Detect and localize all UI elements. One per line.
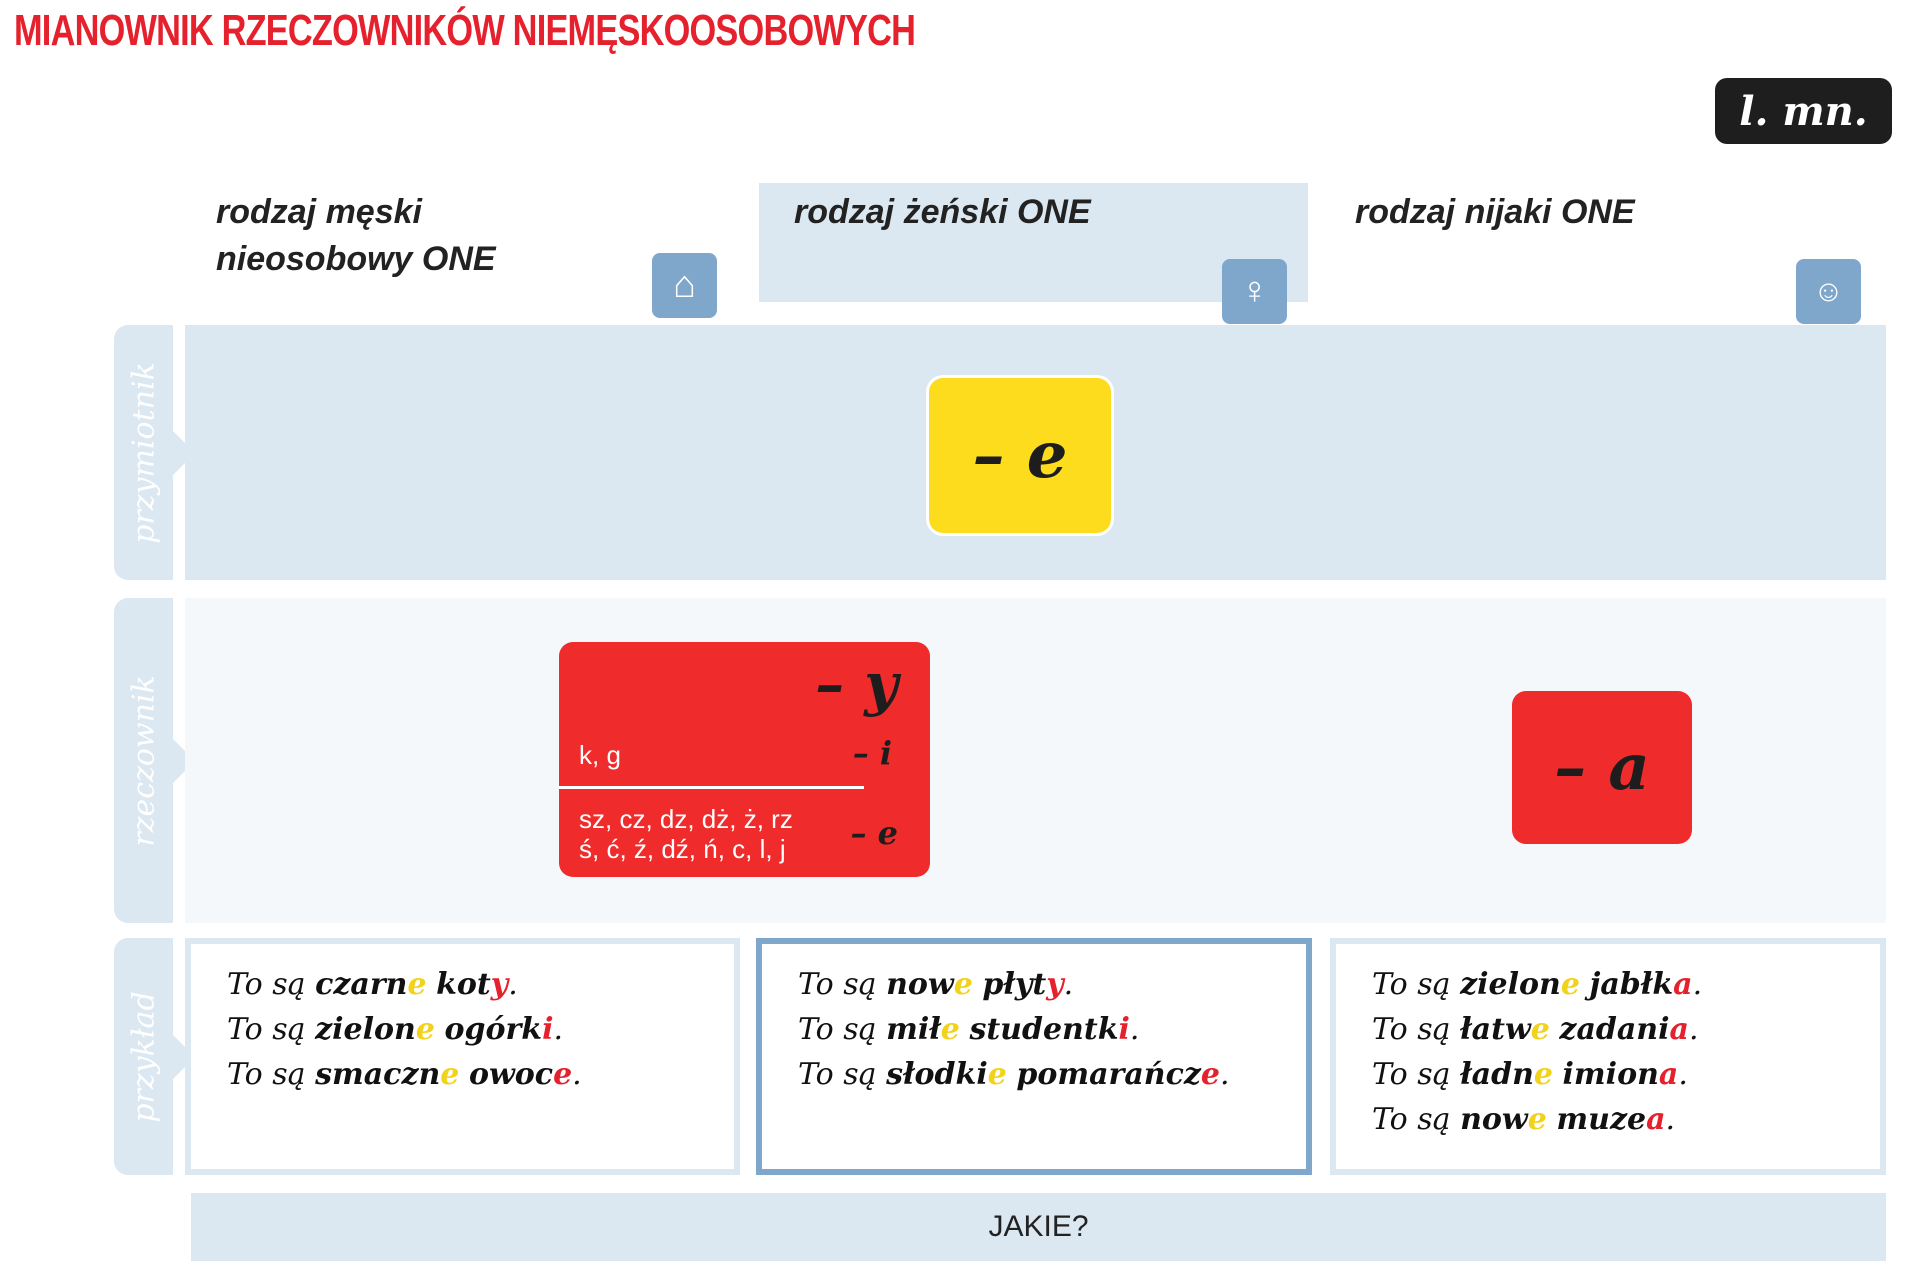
example-adjend: e xyxy=(1530,1012,1550,1047)
masculine-header-line1: rodzaj męski xyxy=(216,193,422,231)
feminine-examples: To są nowe płyty.To są miłe studentki.To… xyxy=(756,938,1312,1175)
feminine-header-background xyxy=(759,183,1308,302)
example-pre: To są xyxy=(1372,1102,1461,1137)
example-nounend: a xyxy=(1669,1012,1689,1047)
example-pre: To są xyxy=(798,1012,887,1047)
rule2-ending: – e xyxy=(850,814,899,852)
neuter-examples: To są zielone jabłka.To są łatwe zadania… xyxy=(1330,938,1886,1175)
page-title: MIANOWNIK RZECZOWNIKÓW NIEMĘSKOOSOBOWYCH xyxy=(14,6,916,55)
example-adj: smaczn xyxy=(315,1057,441,1092)
rule2-letters-line1: sz, cz, dz, dż, ż, rz xyxy=(579,804,793,834)
divider xyxy=(559,786,864,789)
house-cat-icon: ⌂ xyxy=(652,253,717,318)
example-adj: ładn xyxy=(1460,1057,1534,1092)
example-sentence: To są nowe muzea. xyxy=(1372,1102,1676,1137)
example-nounend: y xyxy=(490,967,509,1002)
example-adj: łatw xyxy=(1460,1012,1531,1047)
example-adj: zielon xyxy=(315,1012,416,1047)
example-pre: To są xyxy=(1372,1012,1461,1047)
masculine-header: rodzaj męski nieosobowy ONE xyxy=(216,189,496,283)
neuter-noun-ending-box: – a xyxy=(1512,691,1692,844)
example-pre: To są xyxy=(798,967,887,1002)
example-sentence: To są czarne koty. xyxy=(227,967,518,1002)
feminine-main-ending: – y xyxy=(815,650,898,718)
example-row-tab: przykład xyxy=(114,938,195,1175)
example-adjend: e xyxy=(1533,1057,1553,1092)
example-nounend: i xyxy=(1118,1012,1130,1047)
masculine-header-line2: nieosobowy ONE xyxy=(216,240,496,278)
example-pre: To są xyxy=(227,1012,316,1047)
example-adjend: e xyxy=(440,1057,460,1092)
adjective-ending-box: – e xyxy=(929,378,1111,533)
feminine-noun-ending-box: – y k, g – i sz, cz, dz, dż, ż, rz ś, ć,… xyxy=(559,642,930,877)
example-noun: muze xyxy=(1556,1102,1647,1137)
example-adj: mił xyxy=(886,1012,941,1047)
example-pre: To są xyxy=(227,967,316,1002)
example-pre: To są xyxy=(1372,1057,1461,1092)
example-adj: now xyxy=(1460,1102,1528,1137)
example-sentence: To są smaczne owoce. xyxy=(227,1057,582,1092)
question-label: JAKIE? xyxy=(988,1210,1089,1243)
example-sentence: To są łatwe zadania. xyxy=(1372,1012,1699,1047)
example-row-label: przykład xyxy=(126,990,161,1123)
example-adj: now xyxy=(886,967,954,1002)
example-adj: czarn xyxy=(315,967,408,1002)
rule1-letters: k, g xyxy=(579,740,621,770)
example-adjend: e xyxy=(987,1057,1007,1092)
example-pre: To są xyxy=(798,1057,887,1092)
example-pre: To są xyxy=(227,1057,316,1092)
example-nounend: a xyxy=(1658,1057,1679,1092)
child-icon: ☺ xyxy=(1796,259,1861,324)
example-noun: jabłk xyxy=(1589,967,1674,1002)
example-nounend: a xyxy=(1673,967,1693,1002)
example-nounend: i xyxy=(542,1012,554,1047)
example-sentence: To są zielone ogórki. xyxy=(227,1012,564,1047)
question-bar: JAKIE? xyxy=(191,1193,1886,1261)
example-adj: zielon xyxy=(1460,967,1561,1002)
example-adjend: e xyxy=(953,967,973,1002)
rule2-letters-line2: ś, ć, ź, dź, ń, c, l, j xyxy=(579,834,786,864)
example-adjend: e xyxy=(415,1012,435,1047)
example-noun: płyt xyxy=(982,967,1047,1002)
example-adjend: e xyxy=(1560,967,1580,1002)
masculine-examples: To są czarne koty.To są zielone ogórki.T… xyxy=(185,938,740,1175)
example-nounend: y xyxy=(1046,967,1064,1002)
adjective-row-tab: przymiotnik xyxy=(114,325,195,580)
adjective-row-label: przymiotnik xyxy=(126,361,161,544)
rule1-ending: – i xyxy=(852,734,892,772)
example-nounend: a xyxy=(1646,1102,1666,1137)
example-noun: kot xyxy=(436,967,491,1002)
noun-row-tab: rzeczownik xyxy=(114,598,195,923)
example-sentence: To są miłe studentki. xyxy=(798,1012,1140,1047)
neuter-ending: – a xyxy=(1554,730,1650,805)
example-noun: ogórk xyxy=(444,1012,543,1047)
example-sentence: To są ładne imiona. xyxy=(1372,1057,1688,1092)
example-adj: słodki xyxy=(886,1057,988,1092)
example-noun: zadani xyxy=(1559,1012,1670,1047)
example-adjend: e xyxy=(1527,1102,1547,1137)
example-sentence: To są zielone jabłka. xyxy=(1372,967,1703,1002)
neuter-header: rodzaj nijaki ONE xyxy=(1355,193,1635,231)
noun-row-label: rzeczownik xyxy=(126,674,161,847)
plural-badge: l. mn. xyxy=(1715,78,1892,144)
example-nounend: e xyxy=(1200,1057,1220,1092)
example-sentence: To są słodkie pomarańcze. xyxy=(798,1057,1230,1092)
example-sentence: To są nowe płyty. xyxy=(798,967,1074,1002)
example-noun: pomarańcz xyxy=(1016,1057,1201,1092)
example-adjend: e xyxy=(940,1012,960,1047)
example-adjend: e xyxy=(407,967,427,1002)
example-noun: owoc xyxy=(468,1057,554,1092)
rule2-letters: sz, cz, dz, dż, ż, rz ś, ć, ź, dź, ń, c,… xyxy=(579,804,793,864)
example-nounend: e xyxy=(553,1057,573,1092)
feminine-header: rodzaj żeński ONE xyxy=(794,193,1091,231)
example-noun: imion xyxy=(1562,1057,1659,1092)
example-pre: To są xyxy=(1372,967,1461,1002)
woman-icon: ♀ xyxy=(1222,259,1287,324)
example-noun: studentk xyxy=(969,1012,1119,1047)
